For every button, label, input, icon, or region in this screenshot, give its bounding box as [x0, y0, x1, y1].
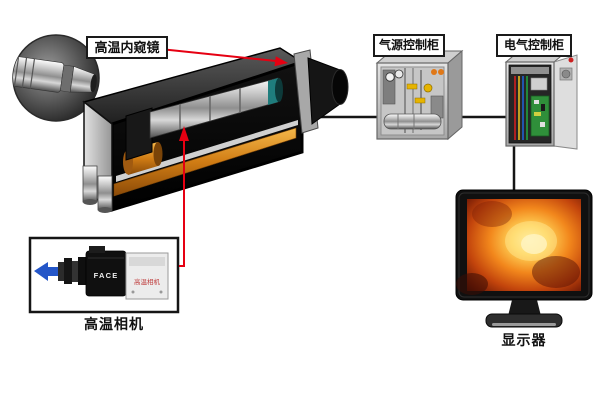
blue-direction-arrow: [34, 262, 58, 281]
endoscope-barrel: [149, 77, 283, 139]
endoscope-label: 高温内窥镜: [86, 36, 168, 59]
housing-feet: [82, 165, 113, 213]
electric-control-cabinet: [504, 51, 578, 150]
link-machine-to-camera: [179, 138, 185, 267]
monitor-neck: [508, 300, 541, 316]
guide-rail-silver: [116, 120, 298, 182]
gas-control-cabinet: [375, 49, 464, 141]
monitor: [455, 189, 593, 328]
electric-cabinet-label: 电气控制柜: [496, 34, 572, 57]
arrowhead-internal-camera: [179, 126, 189, 141]
pilot-lamp: [568, 57, 574, 63]
guide-rail-orange: [113, 127, 297, 197]
air-filter-cylinder: [383, 113, 442, 130]
endoscope-probe: [13, 55, 97, 93]
internal-camera-block: [125, 107, 153, 161]
arrowhead-endoscope: [274, 56, 288, 67]
furnace-port-horn: [307, 57, 349, 125]
red-connections: [159, 48, 288, 267]
valve-handle: [414, 97, 426, 104]
link-label-to-endoscope: [159, 48, 277, 62]
pressure-gauge: [394, 69, 404, 79]
gas-cabinet-label: 气源控制柜: [373, 34, 445, 57]
monitor-label: 显示器: [501, 332, 547, 348]
protective-housing: [82, 47, 349, 213]
valve-knob: [423, 83, 433, 93]
camera-unit-box: FACE 高温相机: [28, 236, 180, 314]
pressure-gauge: [385, 72, 395, 82]
camera-adapter: 高温相机: [125, 252, 169, 300]
camera-body: FACE: [85, 246, 127, 297]
camera-lens: [58, 257, 86, 285]
endoscope-inset: [12, 34, 100, 122]
valve-handle: [406, 83, 418, 90]
camera-brand-text: FACE: [94, 271, 119, 280]
camera-label: 高温相机: [84, 316, 144, 332]
housing-interior: [113, 77, 298, 197]
door-fan: [561, 69, 571, 79]
camera-tag-text: 高温相机: [134, 277, 161, 286]
terminal-strip: [511, 67, 549, 74]
relay-block: [530, 77, 548, 91]
